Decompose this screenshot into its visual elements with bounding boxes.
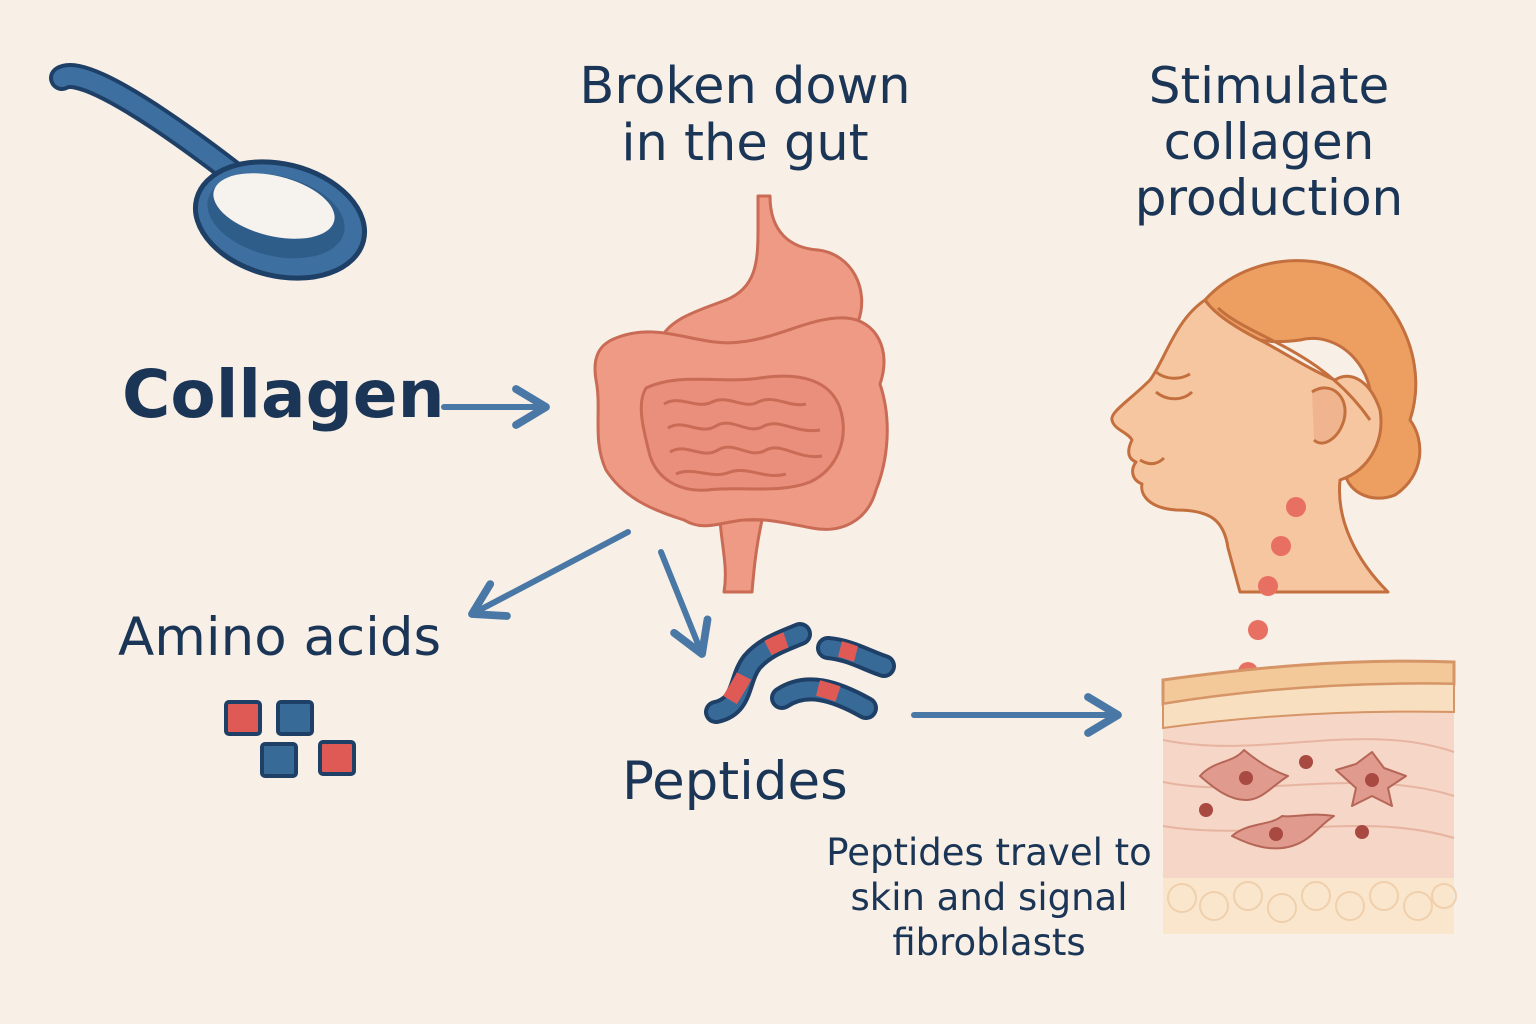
peptides-label: Peptides [622, 751, 848, 812]
skin-cross-section-icon [1161, 659, 1457, 934]
arrow-gut-to-peptides [658, 549, 712, 658]
collagen-label: Collagen [122, 356, 445, 433]
spoon-with-powder-icon [49, 63, 368, 281]
stomach-and-intestines-icon [593, 194, 889, 594]
amino-acid-cubes-icon [224, 700, 356, 778]
amino-acids-label: Amino acids [118, 607, 442, 668]
peptide-chains-icon [704, 622, 896, 724]
woman-profile-head-icon [1110, 259, 1422, 594]
flow-arrows [441, 385, 1122, 737]
arrow-gut-to-amino-acids [468, 529, 631, 620]
caption-label: Peptides travel to skin and signal fibro… [826, 831, 1152, 965]
broken-down-label: Broken down in the gut [579, 57, 911, 174]
stimulate-label: Stimulate collagen production [1134, 57, 1404, 227]
